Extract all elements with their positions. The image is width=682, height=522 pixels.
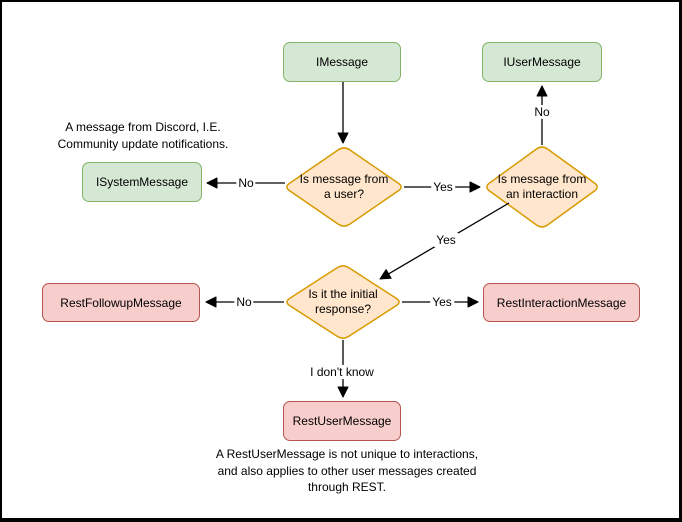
decision-diamond-is-initial-response bbox=[286, 265, 400, 339]
decision-diamond-is-from-interaction bbox=[486, 146, 598, 228]
annotation-rest-user-message-note: A RestUserMessage is not unique to inter… bbox=[215, 447, 479, 494]
node-restinteractionmessage: RestInteractionMessage bbox=[483, 283, 640, 322]
node-restfollowupmessage: RestFollowupMessage bbox=[42, 283, 200, 322]
decision-is-initial-response-label: Is it the initial response? bbox=[308, 287, 378, 316]
node-restfollowupmessage-label: RestFollowupMessage bbox=[60, 295, 182, 310]
node-iusermessage: IUserMessage bbox=[482, 42, 602, 82]
edge-label-from-user-no: No bbox=[236, 176, 256, 190]
edge-label-from-interaction-no: No bbox=[532, 105, 552, 119]
decision-is-from-user-label: Is message from a user? bbox=[299, 172, 389, 201]
node-imessage: IMessage bbox=[283, 42, 401, 82]
node-restusermessage: RestUserMessage bbox=[283, 401, 401, 441]
edge-label-from-interaction-yes: Yes bbox=[434, 233, 458, 247]
edge-label-initial-response-unknown: I don't know bbox=[308, 365, 376, 379]
annotation-system-message-note: A message from Discord, I.E. Community u… bbox=[57, 120, 229, 151]
node-iusermessage-label: IUserMessage bbox=[503, 55, 581, 69]
node-imessage-label: IMessage bbox=[315, 55, 369, 69]
edge-label-initial-response-no: No bbox=[234, 295, 254, 309]
edge-label-from-user-yes: Yes bbox=[431, 180, 455, 194]
edge-label-initial-response-yes: Yes bbox=[430, 295, 454, 309]
node-isystemmessage-label: ISystemMessage bbox=[95, 175, 189, 189]
node-isystemmessage: ISystemMessage bbox=[82, 162, 202, 202]
node-restinteractionmessage-label: RestInteractionMessage bbox=[496, 295, 627, 310]
decision-is-from-interaction-label: Is message from an interaction bbox=[497, 172, 587, 201]
decision-diamond-is-from-user bbox=[286, 147, 402, 227]
node-restusermessage-label: RestUserMessage bbox=[292, 414, 392, 428]
